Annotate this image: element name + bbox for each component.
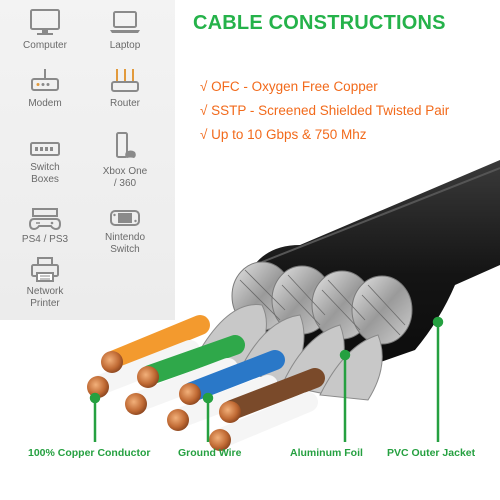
- router-icon: [111, 69, 139, 92]
- spec-item: √ OFC - Oxygen Free Copper: [200, 79, 378, 94]
- device-printer: Network Printer: [15, 256, 75, 310]
- callout-copper-conductor: 100% Copper Conductor: [28, 447, 151, 459]
- device-label: Nintendo Switch: [104, 232, 146, 255]
- spec-item: √ Up to 10 Gbps & 750 Mhz: [200, 127, 367, 142]
- gamepad-icon: [28, 208, 62, 231]
- device-label: Computer: [23, 40, 67, 51]
- copper-conductors: [87, 351, 241, 451]
- device-label: Xbox One / 360: [102, 166, 148, 189]
- device-panel: Computer Laptop Modem: [0, 0, 175, 320]
- modem-icon: [31, 69, 59, 91]
- computer-icon: [30, 9, 60, 35]
- device-label: Router: [109, 98, 140, 109]
- device-label: Network Printer: [26, 286, 64, 309]
- callout-aluminum-foil: Aluminum Foil: [290, 447, 363, 459]
- wire-insulation: [90, 315, 325, 448]
- device-ps4: PS4 / PS3: [15, 206, 75, 246]
- callout-pvc-outer-jacket: PVC Outer Jacket: [387, 447, 476, 459]
- device-computer: Computer: [15, 8, 75, 52]
- xbox-icon: [116, 132, 136, 158]
- device-nintendo: Nintendo Switch: [95, 206, 155, 256]
- callout-ground-wire: Ground Wire: [178, 447, 242, 459]
- printer-icon: [31, 257, 59, 282]
- device-laptop: Laptop: [95, 8, 155, 52]
- spec-list: √ OFC - Oxygen Free Copper √ SSTP - Scre…: [200, 75, 449, 147]
- device-label: Laptop: [109, 40, 141, 51]
- device-modem: Modem: [15, 66, 75, 110]
- device-xbox: Xbox One / 360: [95, 130, 155, 190]
- spec-item: √ SSTP - Screened Shielded Twisted Pair: [200, 103, 450, 118]
- headline: CABLE CONSTRUCTIONS: [193, 12, 446, 34]
- device-label: Modem: [28, 98, 62, 109]
- switch-box-icon: [30, 142, 60, 156]
- callout-pointers: [89, 316, 444, 442]
- device-switch-boxes: Switch Boxes: [15, 138, 75, 186]
- device-label: PS4 / PS3: [21, 234, 69, 245]
- nintendo-switch-icon: [110, 210, 140, 226]
- laptop-icon: [110, 11, 140, 33]
- device-router: Router: [95, 66, 155, 110]
- device-label: Switch Boxes: [30, 162, 60, 185]
